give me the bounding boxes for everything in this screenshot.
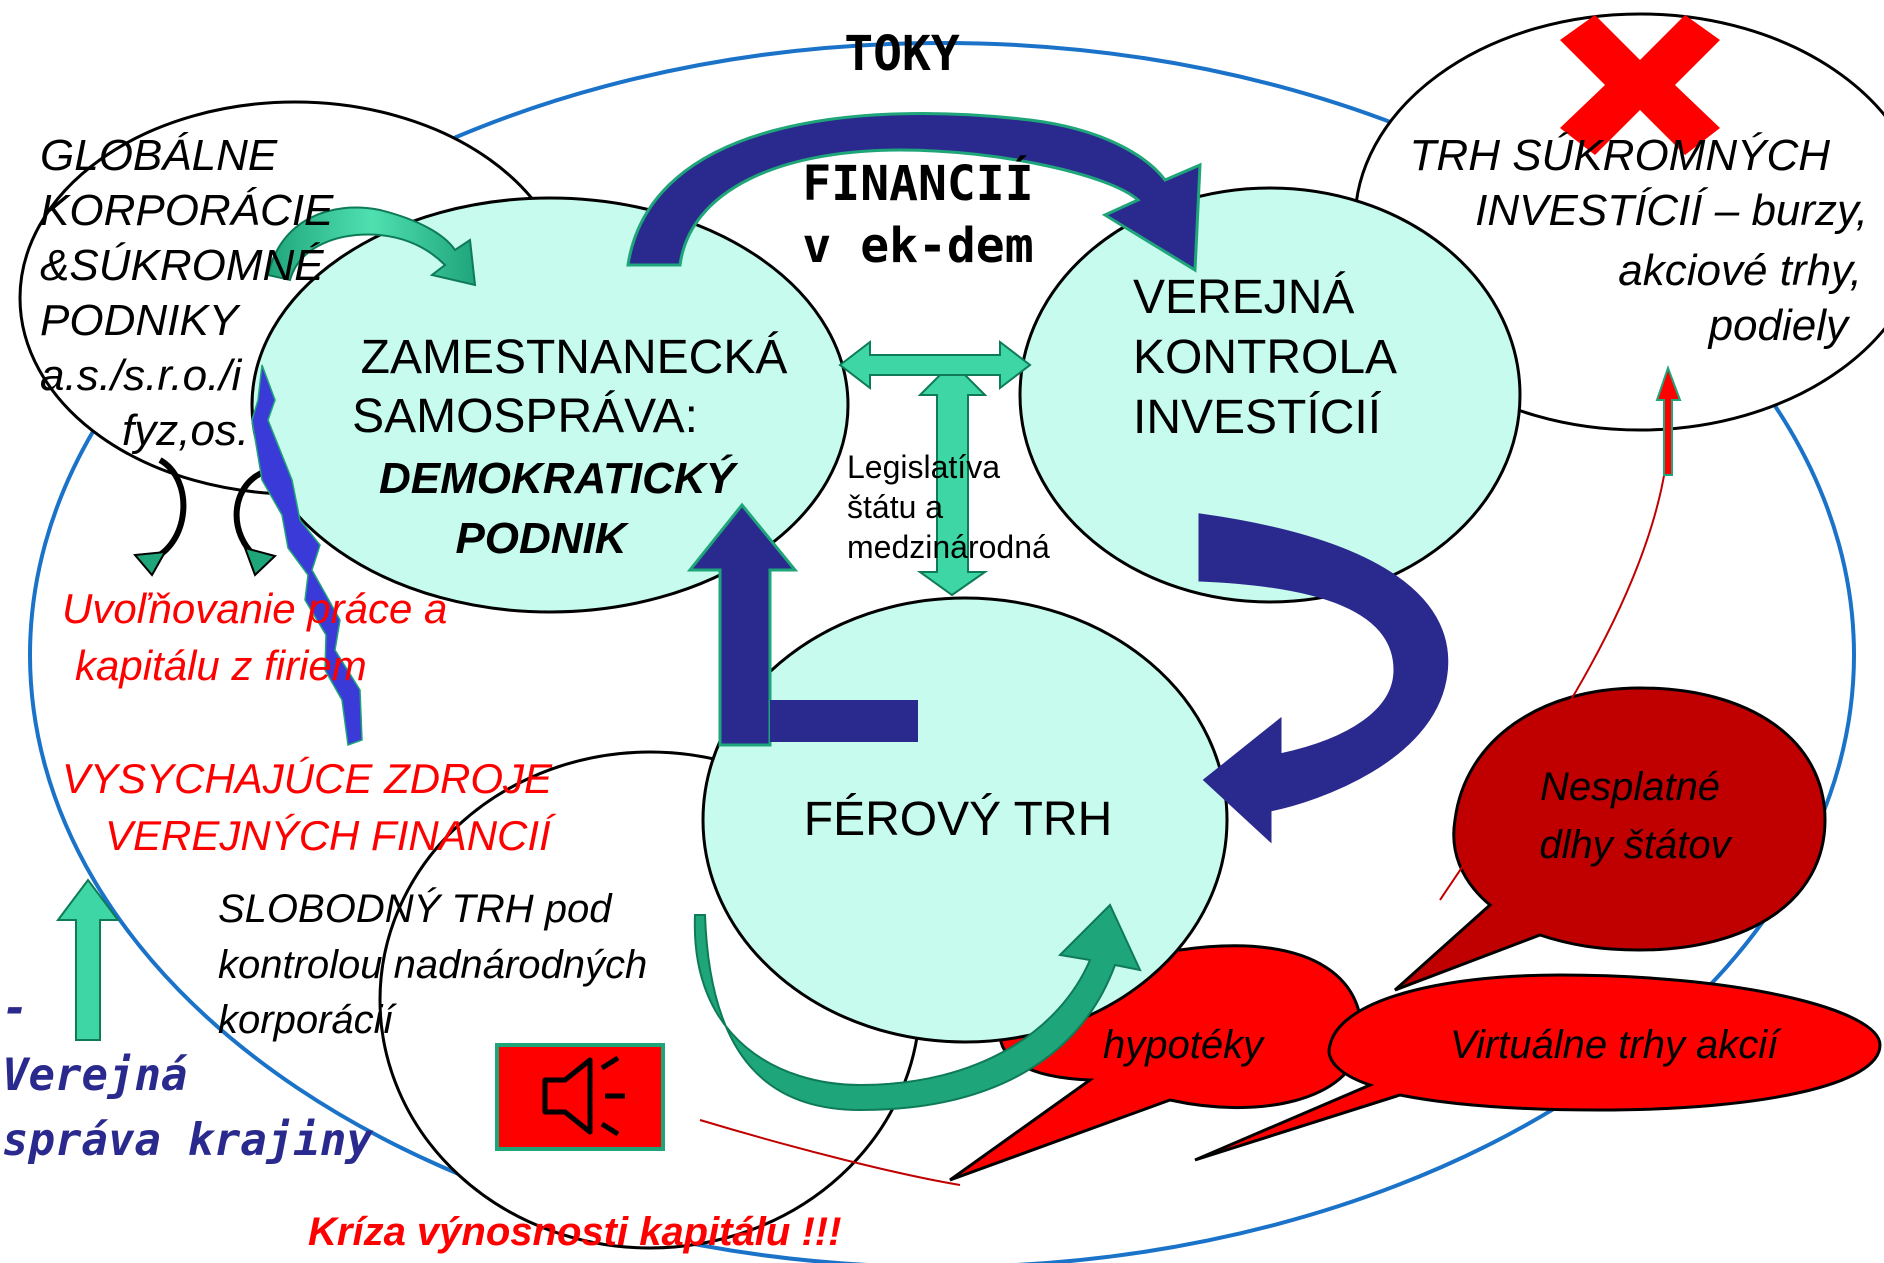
global-line-4: PODNIKY (40, 296, 241, 345)
private-market-line-3: akciové trhy, (1618, 246, 1862, 295)
release-line-1: Uvoľňovanie práce a (62, 585, 447, 632)
release-line-2: kapitálu z firiem (75, 642, 367, 689)
debts-line-2: dlhy štátov (1539, 823, 1732, 867)
private-market-line-2: INVESTÍCIÍ – burzy, (1475, 186, 1868, 235)
teal-double-arrow-horizontal (838, 339, 1032, 391)
black-curved-arrow-2-head (243, 546, 277, 577)
global-line-5: a.s./s.r.o./i (40, 351, 243, 400)
fair-market-label: FÉROVÝ TRH (804, 793, 1112, 846)
drying-line-1: VYSYCHAJÚCE ZDROJE (62, 755, 553, 802)
employee-line-1: ZAMESTNANECKÁ (361, 331, 788, 384)
mortgages-label: hypotéky (1103, 1023, 1266, 1067)
crack-line (251, 364, 363, 747)
free-market-line-1: SLOBODNÝ TRH pod (218, 886, 613, 931)
navy-curved-arrow-right (1198, 513, 1449, 844)
private-market-link-line (1439, 469, 1666, 901)
free-market-line-2: kontrolou nadnárodných (218, 943, 647, 987)
public-control-ellipse (1018, 186, 1522, 604)
admin-line-1: - (2, 983, 29, 1034)
teal-double-arrow-vertical (916, 374, 989, 597)
legislation-line-1: Legislatíva (847, 449, 1000, 485)
public-control-line-3: INVESTÍCIÍ (1133, 391, 1382, 444)
private-market-line-4: podiely (1707, 301, 1851, 350)
outer-economy-ellipse (28, 41, 1856, 1263)
red-x-icon (1560, 15, 1720, 155)
private-market-line-1: TRH SÚKROMNÝCH (1410, 131, 1831, 180)
global-line-2: KORPORÁCIE (40, 186, 334, 235)
crisis-label: Kríza výnosnosti kapitálu !!! (308, 1210, 841, 1254)
black-curved-arrow-1 (148, 457, 187, 563)
employee-line-2: SAMOSPRÁVA: (352, 390, 698, 443)
drying-line-2: VEREJNÝCH FINANCIÍ (105, 812, 557, 859)
admin-line-3: správa krajiny (2, 1115, 373, 1166)
black-curved-arrow-1-head (133, 550, 167, 577)
global-line-1: GLOBÁLNE (40, 131, 278, 180)
global-line-6: fyz,os. (122, 406, 249, 455)
navy-l-arrow-bar (770, 700, 918, 742)
debts-line-1: Nesplatné (1540, 765, 1720, 809)
navy-arc-arrow-top (626, 112, 1202, 273)
teal-up-arrow-left (56, 878, 120, 1041)
admin-line-2: Verejná (2, 1050, 188, 1101)
teal-u-arrow-bottom (693, 903, 1142, 1112)
legislation-line-3: medzinárodná (847, 529, 1050, 565)
title-line-1: TOKY (844, 26, 960, 82)
virtual-markets-bubble (1194, 973, 1882, 1162)
public-control-line-2: KONTROLA (1133, 331, 1397, 384)
employee-line-3: DEMOKRATICKÝ (379, 453, 739, 503)
public-control-line-1: VEREJNÁ (1133, 271, 1354, 324)
global-line-3: &SÚKROMNÉ (40, 241, 324, 290)
red-up-arrow-right (1655, 365, 1682, 476)
legislation-line-2: štátu a (847, 489, 943, 525)
title-line-2: FINANCIÍ (802, 155, 1033, 212)
teal-curved-arrow-left (266, 206, 477, 287)
employee-self-management-ellipse (250, 196, 850, 614)
state-debts-bubble (1393, 686, 1827, 992)
title-line-3: v ek-dem (802, 218, 1033, 274)
virtual-markets-label: Virtuálne trhy akcií (1450, 1023, 1782, 1067)
speaker-link-line (699, 1119, 961, 1186)
speaker-icon[interactable] (495, 1043, 665, 1151)
employee-line-4: PODNIK (455, 514, 629, 563)
free-market-line-3: korporácií (218, 998, 398, 1042)
